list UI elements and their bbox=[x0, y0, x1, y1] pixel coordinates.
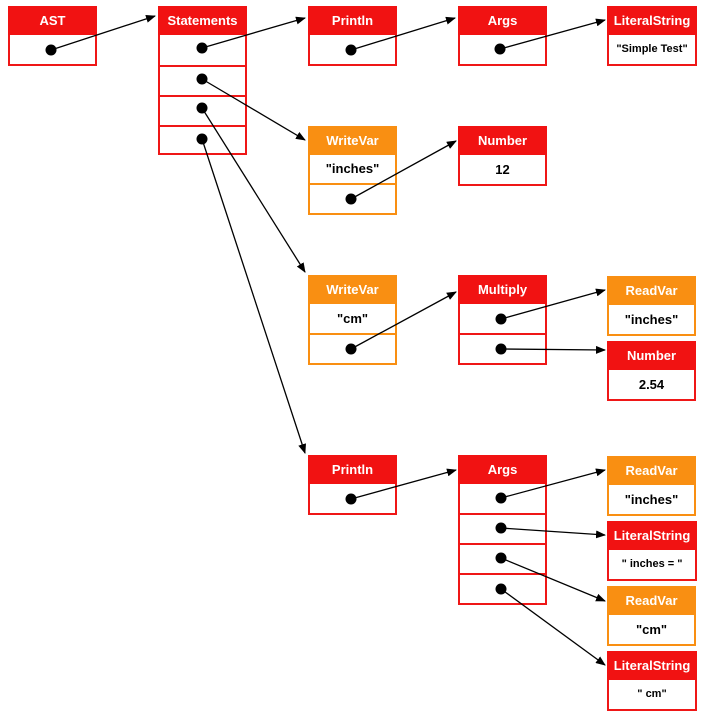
node-number-12: Number 12 bbox=[458, 126, 547, 186]
node-ast-title: AST bbox=[8, 6, 97, 35]
node-literalstring-cm: LiteralString " cm" bbox=[607, 651, 697, 711]
node-number-12-title: Number bbox=[458, 126, 547, 155]
node-literalstring-cm-title: LiteralString bbox=[607, 651, 697, 680]
args-2-slot-3 bbox=[458, 545, 547, 575]
println-2-slot bbox=[308, 484, 397, 515]
multiply-slot-1 bbox=[458, 304, 547, 335]
node-readvar-inches-1: ReadVar "inches" bbox=[607, 276, 696, 336]
node-readvar-inches-2: ReadVar "inches" bbox=[607, 456, 696, 516]
statements-slot-1 bbox=[158, 35, 247, 67]
readvar-inches-1-value: "inches" bbox=[607, 305, 696, 336]
node-statements: Statements bbox=[158, 6, 247, 155]
node-ast-slot bbox=[8, 35, 97, 66]
args-2-slot-4 bbox=[458, 575, 547, 605]
node-number-2-54: Number 2.54 bbox=[607, 341, 696, 401]
statements-slot-2 bbox=[158, 67, 247, 97]
node-literalstring-simple-test-title: LiteralString bbox=[607, 6, 697, 35]
writevar-cm-slot bbox=[308, 335, 397, 365]
node-readvar-cm: ReadVar "cm" bbox=[607, 586, 696, 646]
node-println-1-title: Println bbox=[308, 6, 397, 35]
node-multiply: Multiply bbox=[458, 275, 547, 365]
number-2-54-value: 2.54 bbox=[607, 370, 696, 401]
node-literalstring-simple-test: LiteralString "Simple Test" bbox=[607, 6, 697, 66]
statements-slot-4 bbox=[158, 127, 247, 155]
node-number-2-54-title: Number bbox=[607, 341, 696, 370]
node-writevar-cm-title: WriteVar bbox=[308, 275, 397, 304]
node-literalstring-inches-eq-title: LiteralString bbox=[607, 521, 697, 550]
edge-statements-println2 bbox=[201, 138, 306, 454]
writevar-inches-slot bbox=[308, 185, 397, 215]
node-readvar-inches-2-title: ReadVar bbox=[607, 456, 696, 485]
node-readvar-cm-title: ReadVar bbox=[607, 586, 696, 615]
readvar-inches-2-value: "inches" bbox=[607, 485, 696, 516]
args-1-slot bbox=[458, 35, 547, 66]
number-12-value: 12 bbox=[458, 155, 547, 186]
node-literalstring-inches-eq: LiteralString " inches = " bbox=[607, 521, 697, 581]
writevar-cm-name: "cm" bbox=[308, 304, 397, 335]
args-2-slot-1 bbox=[458, 484, 547, 515]
node-multiply-title: Multiply bbox=[458, 275, 547, 304]
args-2-slot-2 bbox=[458, 515, 547, 545]
println-1-slot bbox=[308, 35, 397, 66]
node-println-2: Println bbox=[308, 455, 397, 515]
node-statements-title: Statements bbox=[158, 6, 247, 35]
node-println-2-title: Println bbox=[308, 455, 397, 484]
node-args-1-title: Args bbox=[458, 6, 547, 35]
node-writevar-inches-title: WriteVar bbox=[308, 126, 397, 155]
literalstring-inches-eq-value: " inches = " bbox=[607, 550, 697, 581]
node-writevar-cm: WriteVar "cm" bbox=[308, 275, 397, 365]
node-readvar-inches-1-title: ReadVar bbox=[607, 276, 696, 305]
readvar-cm-value: "cm" bbox=[607, 615, 696, 646]
node-println-1: Println bbox=[308, 6, 397, 66]
node-args-1: Args bbox=[458, 6, 547, 66]
node-args-2: Args bbox=[458, 455, 547, 605]
node-writevar-inches: WriteVar "inches" bbox=[308, 126, 397, 215]
node-ast: AST bbox=[8, 6, 97, 66]
multiply-slot-2 bbox=[458, 335, 547, 365]
literalstring-simple-test-value: "Simple Test" bbox=[607, 35, 697, 66]
statements-slot-3 bbox=[158, 97, 247, 127]
node-args-2-title: Args bbox=[458, 455, 547, 484]
writevar-inches-name: "inches" bbox=[308, 155, 397, 185]
literalstring-cm-value: " cm" bbox=[607, 680, 697, 711]
